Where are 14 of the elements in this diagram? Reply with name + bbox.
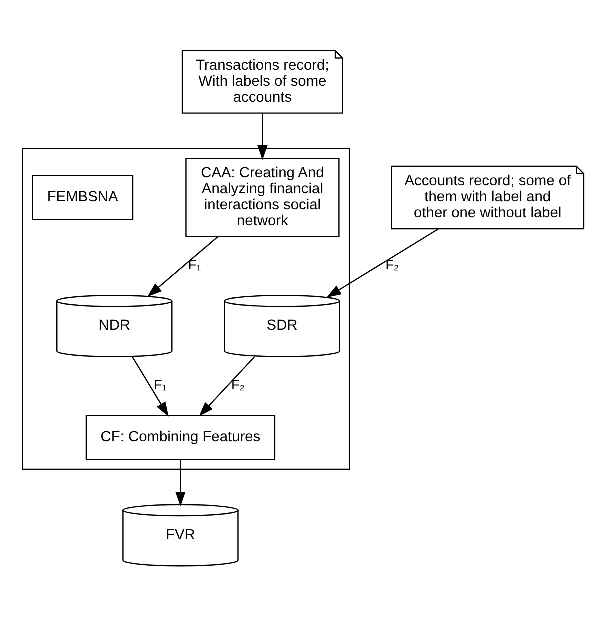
node-box: FEMBSNA — [32, 175, 134, 220]
edge-label: F₂ — [232, 378, 245, 393]
node-box: CF: Combining Features — [86, 414, 276, 460]
arrow — [132, 356, 169, 417]
edge-label: F₁ — [188, 258, 202, 273]
cluster — [22, 148, 350, 470]
arrow — [258, 114, 268, 160]
edge-label: F₂ — [386, 258, 400, 273]
arrow — [326, 228, 439, 298]
arrow — [176, 460, 186, 507]
node-box: CAA: Creating And Analyzing financial interactions social network — [186, 158, 340, 238]
arrow — [199, 356, 255, 417]
arrow — [148, 236, 218, 297]
edge-label: F₁ — [154, 378, 167, 393]
